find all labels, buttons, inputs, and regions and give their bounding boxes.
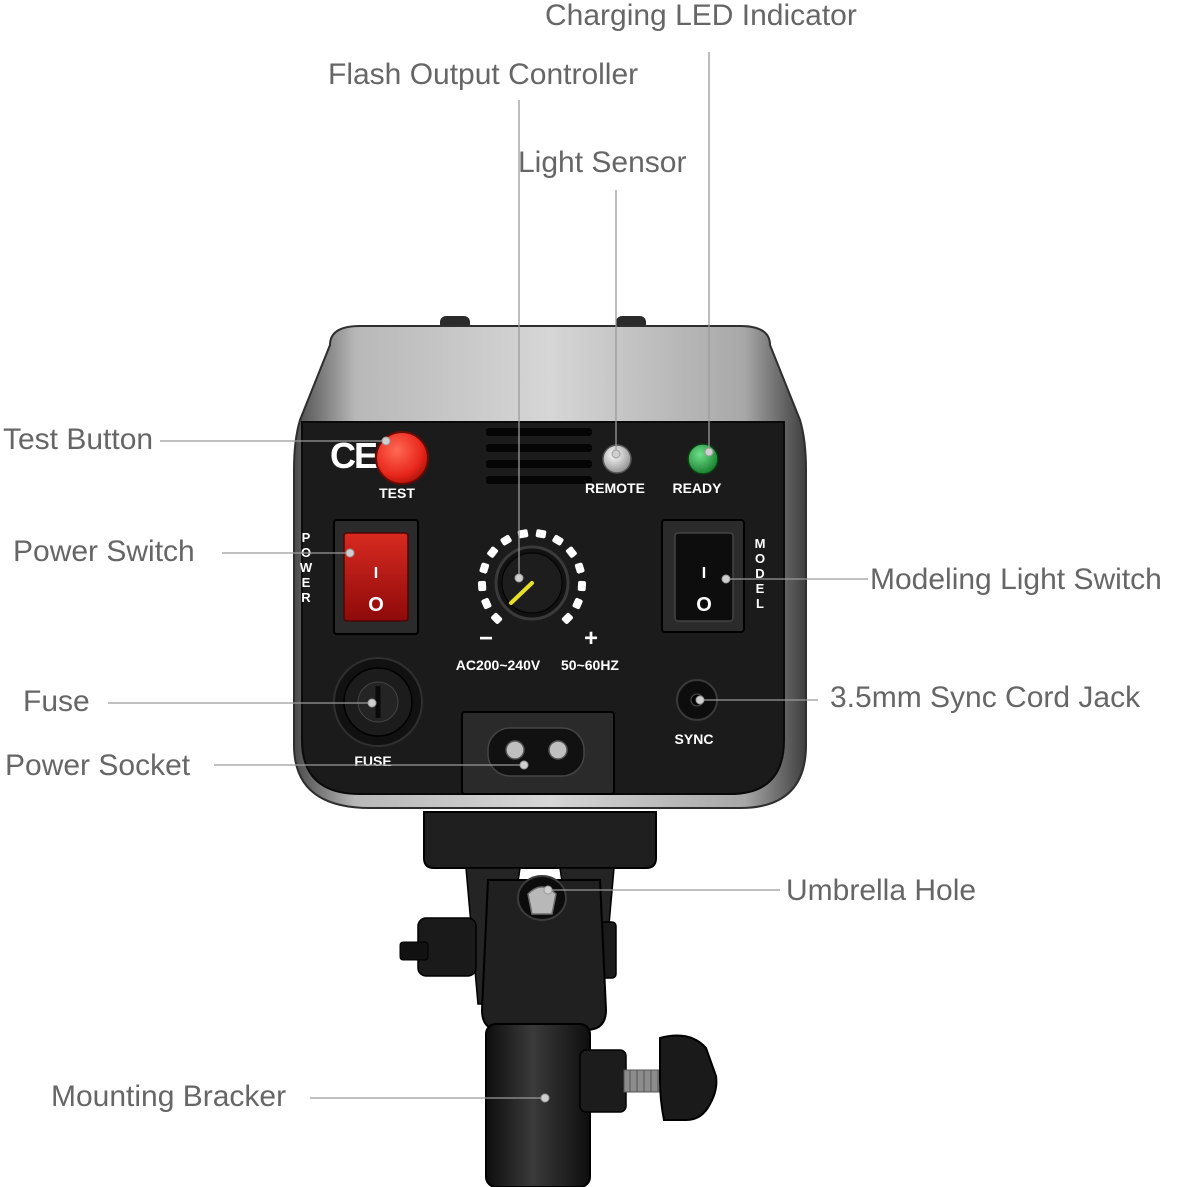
bracket-assembly [399, 811, 671, 1187]
fuse-label: FUSE [354, 753, 391, 769]
callout-test-button: Test Button [3, 423, 153, 456]
callout-mounting-bracket: Mounting Bracker [51, 1080, 286, 1113]
modeling-light-switch[interactable]: I O [661, 519, 745, 633]
callout-sync-jack: 3.5mm Sync Cord Jack [830, 681, 1141, 714]
dial-scale-mark [481, 597, 492, 610]
callout-umbrella-hole: Umbrella Hole [786, 874, 976, 907]
callout-power-switch: Power Switch [13, 535, 195, 568]
dial-scale-mark [487, 546, 499, 558]
dial-scale-mark [572, 597, 583, 610]
callout-fuse: Fuse [23, 685, 90, 718]
tightening-knob[interactable] [659, 1034, 718, 1121]
ready-led [687, 443, 719, 475]
power-on-mark: I [374, 565, 378, 582]
power-socket[interactable] [461, 711, 615, 795]
test-label: TEST [379, 485, 415, 501]
callout-modeling-switch: Modeling Light Switch [870, 563, 1162, 596]
ready-label: READY [672, 480, 722, 496]
dial-scale-mark [565, 546, 577, 558]
model-on-mark: I [702, 565, 706, 582]
vent-grille [486, 428, 592, 484]
frequency-rating: 50~60HZ [561, 657, 619, 673]
power-off-mark: O [368, 594, 384, 616]
callout-power-socket: Power Socket [5, 749, 191, 782]
callout-flash-output: Flash Output Controller [328, 58, 638, 91]
callout-leaders [108, 52, 868, 1103]
remote-label: REMOTE [585, 480, 645, 496]
dial-scale-mark [574, 562, 585, 574]
dial-scale-mark [552, 534, 564, 546]
umbrella-hole[interactable] [517, 875, 567, 921]
light-sensor [602, 444, 632, 474]
dial-scale-mark [477, 580, 487, 592]
dial-scale-marks [477, 529, 587, 624]
dial-scale-mark [561, 612, 573, 624]
dial-plus: + [584, 625, 598, 652]
dial-scale-mark [500, 534, 512, 546]
model-off-mark: O [696, 594, 712, 616]
sync-label: SYNC [675, 731, 714, 747]
dial-scale-mark [535, 529, 547, 539]
dial-scale-mark [491, 612, 503, 624]
dial-minus: − [479, 625, 493, 652]
dial-scale-mark [517, 529, 529, 539]
test-button[interactable] [375, 431, 429, 485]
dial-scale-mark [577, 580, 587, 592]
fuse-holder[interactable] [333, 657, 423, 747]
dial-scale-mark [479, 562, 490, 574]
power-switch[interactable]: I O [333, 519, 419, 635]
voltage-rating: AC200~240V [456, 657, 541, 673]
callout-charging-led: Charging LED Indicator [545, 0, 857, 32]
callout-light-sensor: Light Sensor [518, 146, 686, 179]
flash-output-dial[interactable] [477, 529, 587, 625]
ce-mark: CE [330, 435, 378, 476]
